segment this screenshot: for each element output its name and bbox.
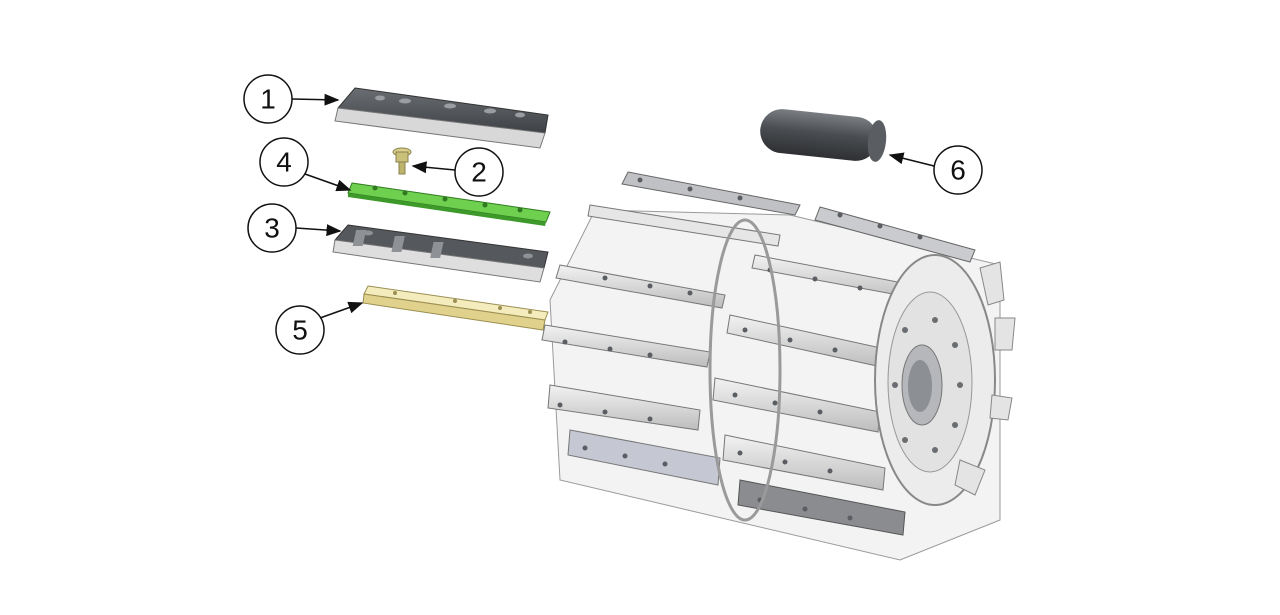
callout-4-label: 4	[276, 147, 292, 178]
callout-5-label: 5	[292, 315, 308, 346]
part-yellow-support-bar	[362, 285, 549, 331]
callout-2-label: 2	[471, 157, 487, 188]
callout-4: 4	[259, 137, 352, 192]
drum-rotor-assembly	[541, 171, 1016, 561]
part-top-knife-blade	[334, 87, 549, 149]
part-dark-cylinder-roller	[760, 109, 887, 162]
part-green-clamp-strip	[347, 182, 551, 226]
callout-5: 5	[275, 301, 364, 355]
callout-1: 1	[243, 74, 340, 124]
callout-3: 3	[247, 203, 342, 253]
callout-6-label: 6	[950, 155, 966, 186]
callout-2: 2	[411, 147, 504, 197]
part-slotted-counter-knife	[332, 224, 549, 283]
callout-3-label: 3	[264, 213, 280, 244]
callout-1-label: 1	[260, 84, 276, 115]
part-bolt	[392, 147, 412, 175]
callout-6: 6	[888, 145, 983, 195]
